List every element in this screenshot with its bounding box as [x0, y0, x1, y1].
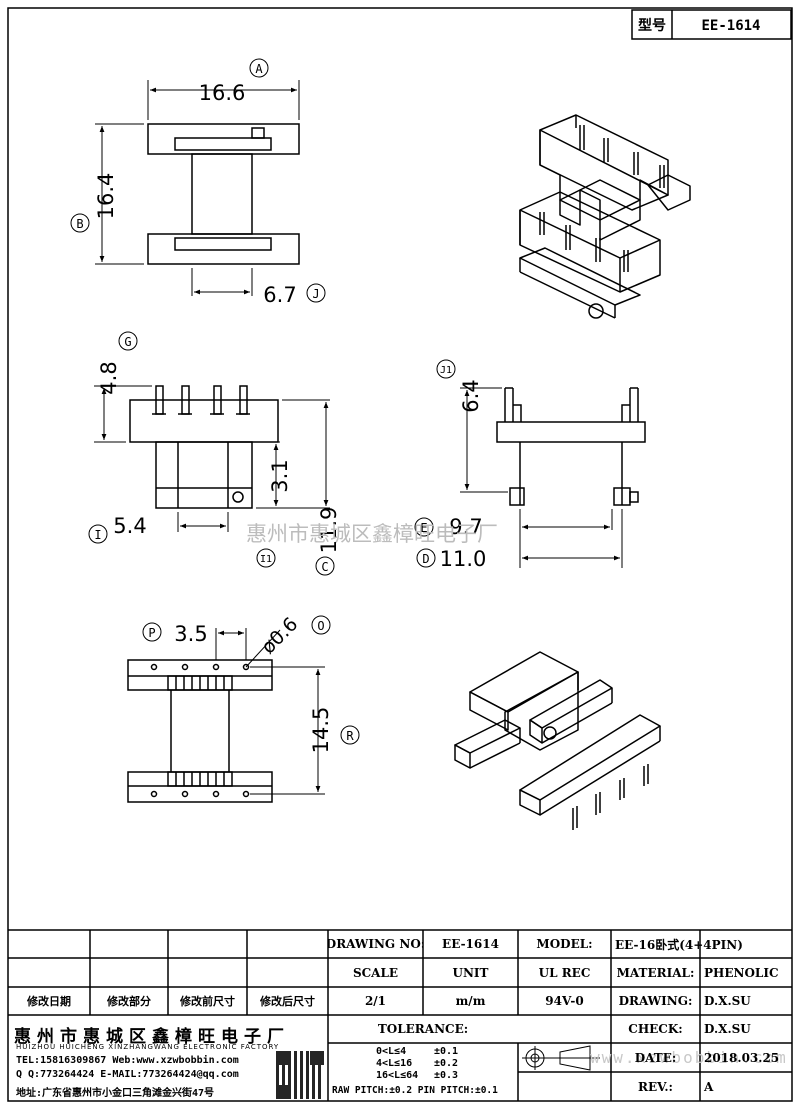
dim-a-marker — [249, 58, 269, 78]
check-value: D.X.SU — [704, 1022, 751, 1036]
dim-j1-letter: J1 — [440, 365, 452, 376]
dim-c-value: 11.9 — [317, 507, 341, 554]
qr-code-icon — [276, 1051, 324, 1099]
scale-label: SCALE — [352, 965, 399, 980]
dim-i1-value: 3.1 — [268, 459, 292, 492]
dim-e-marker — [414, 517, 434, 537]
dim-d-letter: D — [422, 552, 429, 566]
revision-header-part: 修改部分 — [107, 995, 151, 1008]
company-qq: Q Q:773264424 E-MAIL:773264424@qq.com — [16, 1069, 239, 1080]
dim-r-marker — [340, 725, 360, 745]
sheet-border — [7, 7, 793, 1102]
material-value: PHENOLIC — [704, 965, 779, 980]
model-value: EE-16卧式(4+4PIN) — [615, 937, 743, 952]
dim-c-letter: C — [321, 560, 328, 574]
type-value: EE-1614 — [701, 18, 760, 34]
ul-rec-value: 94V-0 — [545, 994, 584, 1008]
scale-value: 2/1 — [364, 994, 387, 1008]
company-address: 地址:广东省惠州市小金口三角滩金兴街47号 — [16, 1088, 215, 1099]
drawing-no-label: DRAWING NO: — [328, 937, 423, 951]
dim-r-letter: R — [346, 729, 354, 743]
date-label: DATE: — [634, 1050, 677, 1065]
date-value: 2018.03.25 — [704, 1050, 780, 1065]
tolerance-range-3: 16<L≤64 — [376, 1070, 419, 1081]
dim-j-marker — [306, 283, 326, 303]
dimension-lines-view4 — [464, 390, 620, 561]
projection-symbol — [522, 1045, 600, 1071]
dim-p-marker — [142, 622, 162, 642]
dim-a-value: 16.6 — [199, 81, 246, 105]
dim-a-letter: A — [255, 62, 263, 76]
isometric-view-1 — [519, 114, 691, 319]
dim-b-marker — [70, 213, 90, 233]
tolerance-value-1: ±0.1 — [434, 1046, 459, 1057]
dim-j1-value: 6.4 — [459, 379, 483, 412]
front-view — [94, 385, 330, 532]
side-view — [460, 387, 646, 568]
dim-d-value: 11.0 — [440, 547, 487, 571]
tolerance-range-2: 4<L≤16 — [376, 1058, 413, 1069]
dim-o-value: ø0.6 — [257, 613, 302, 658]
header-box: 型号 EE-1614 — [631, 9, 792, 40]
top-view — [95, 80, 300, 296]
dim-i-letter: I — [94, 528, 101, 542]
drawing-value: D.X.SU — [704, 994, 751, 1008]
dim-e-letter: E — [420, 521, 427, 535]
rev-value: A — [704, 1079, 714, 1094]
revision-header-after: 修改后尺寸 — [260, 995, 315, 1008]
dim-p-letter: P — [148, 626, 155, 640]
company-name-en: HUIZHOU HUICHENG XINZHANGWANG ELECTRONIC… — [16, 1043, 280, 1051]
dim-o-marker — [311, 615, 331, 635]
dim-d-marker — [416, 548, 436, 568]
rev-label: REV.: — [638, 1079, 673, 1094]
dim-b-letter: B — [76, 217, 83, 231]
tolerance-range-1: 0<L≤4 — [376, 1046, 407, 1057]
dim-g-letter: G — [124, 335, 131, 349]
dim-r-value: 14.5 — [309, 707, 333, 754]
dim-b-value: 16.4 — [94, 173, 118, 220]
dimension-lines-view3 — [101, 388, 329, 529]
model-label: MODEL: — [536, 937, 593, 951]
revision-header-before: 修改前尺寸 — [180, 995, 235, 1008]
dim-g-marker — [118, 331, 138, 351]
watermark-website: www.xzwbobbin.com — [590, 1048, 788, 1067]
dim-c-marker — [315, 556, 335, 576]
watermark-company: 惠州市惠城区鑫樟旺电子厂 — [246, 522, 498, 546]
company-tel: TEL:15816309867 Web:www.xzwbobbin.com — [16, 1055, 239, 1066]
tolerance-value-2: ±0.2 — [434, 1058, 459, 1069]
company-name: 惠州市惠城区鑫樟旺电子厂 — [14, 1027, 290, 1047]
unit-value: m/m — [455, 994, 486, 1008]
dim-j-value: 6.7 — [263, 283, 296, 307]
drawing-no-value: EE-1614 — [442, 937, 499, 951]
unit-label: UNIT — [452, 965, 489, 980]
dimension-lines-view1 — [99, 87, 297, 295]
revision-header-date: 修改日期 — [27, 995, 71, 1008]
tolerance-label: TOLERANCE: — [377, 1022, 469, 1036]
material-label: MATERIAL: — [616, 965, 695, 980]
dim-i1-marker — [256, 548, 276, 568]
ul-rec-label: UL REC — [538, 965, 591, 980]
dim-p-value: 3.5 — [174, 622, 207, 646]
type-label: 型号 — [638, 17, 666, 34]
dim-i-marker — [88, 524, 108, 544]
dimension-lines-view5 — [218, 630, 321, 792]
dim-j-letter: J — [312, 287, 319, 301]
dim-o-letter: O — [317, 619, 324, 633]
bottom-view — [127, 628, 325, 803]
drawing-label: DRAWING: — [618, 994, 693, 1008]
title-block-grid — [8, 929, 792, 1101]
tolerance-value-3: ±0.3 — [434, 1070, 459, 1081]
check-label: CHECK: — [628, 1022, 683, 1036]
dim-i1-letter: I1 — [260, 554, 272, 565]
pitch-note: RAW PITCH:±0.2 PIN PITCH:±0.1 — [332, 1085, 498, 1096]
dim-g-value: 4.8 — [97, 361, 121, 394]
dim-j1-marker — [436, 359, 456, 379]
isometric-view-2 — [454, 651, 661, 830]
dim-i-value: 5.4 — [113, 514, 146, 538]
dim-e-value: 9.7 — [449, 515, 482, 539]
